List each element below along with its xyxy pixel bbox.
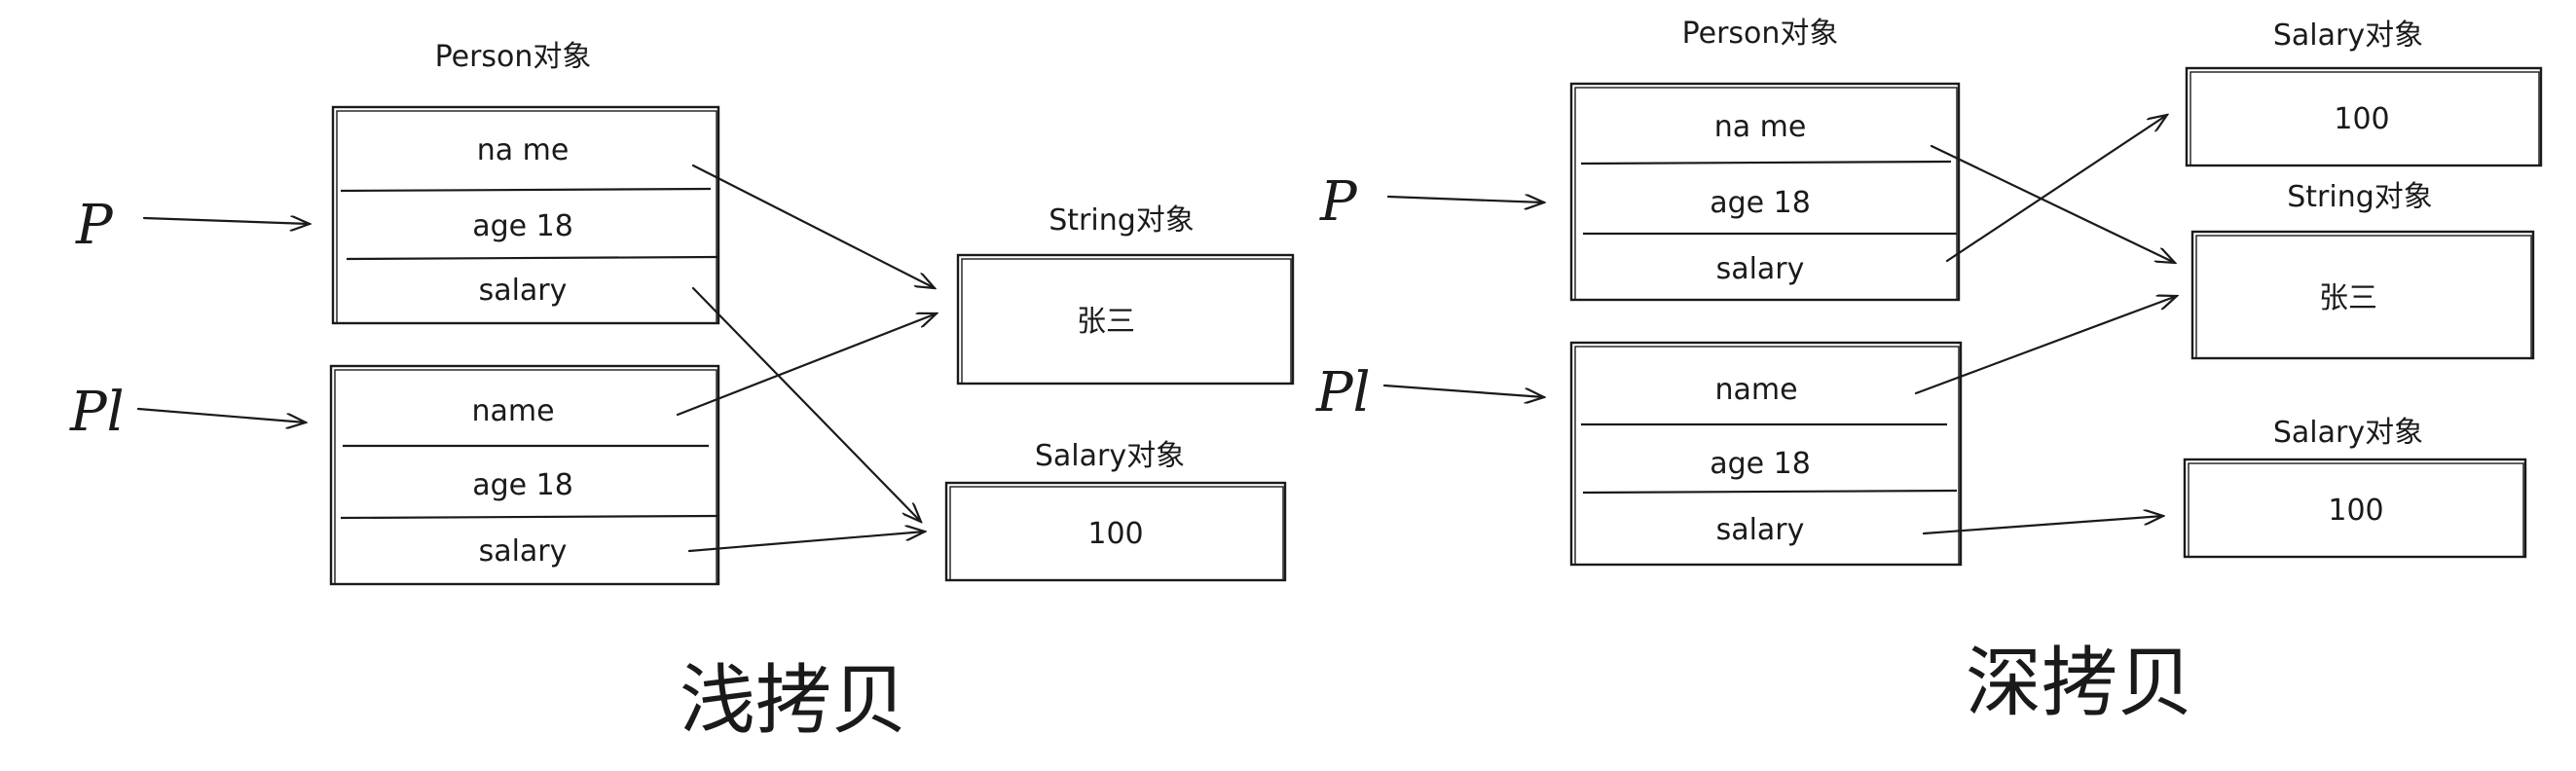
shallow-p-field-name: na me [477,133,570,167]
deep-var-p1: Pl [1315,361,1371,424]
shallow-p1-field-salary: salary [479,534,568,569]
deep-string-title: String对象 [2287,180,2433,214]
shallow-string-title: String对象 [1049,203,1195,238]
deep-p-field-salary: salary [1716,252,1805,286]
shallow-copy-caption: 浅拷贝 [680,657,907,745]
deep-person-p1-box: name age 18 salary [1569,341,1963,567]
deep-salary-bottom-value: 100 [2328,494,2383,528]
shallow-copy-diagram: Person对象 P na me age 18 salary Pl name a… [69,40,1295,745]
shallow-person-p-box: na me age 18 salary [331,105,720,325]
shallow-string-value: 张三 [1077,305,1135,339]
shallow-salary-value: 100 [1087,517,1143,551]
shallow-p-field-salary: salary [479,274,568,308]
deep-copy-diagram: Person对象 P na me age 18 salary Pl name a… [1315,17,2543,727]
deep-copy-caption: 深拷贝 [1966,640,2193,727]
deep-string-value: 张三 [2319,281,2377,315]
deep-salary-bottom-title: Salary对象 [2273,416,2423,450]
shallow-p-salary-to-salary-arrow [691,286,921,522]
shallow-person-p1-box: name age 18 salary [329,364,720,586]
deep-string-box: 张三 [2190,230,2535,360]
shallow-var-p: P [75,194,114,257]
deep-p1-salary-to-salary-bottom-arrow [1922,516,2163,535]
deep-var-p: P [1319,170,1358,234]
deep-person-p-box: na me age 18 salary [1569,82,1961,302]
deep-p1-name-to-string-arrow [1914,296,2177,395]
deep-salary-bottom-box: 100 [2183,458,2527,559]
shallow-p-arrow [142,218,310,224]
shallow-p-field-age: age 18 [472,209,573,243]
deep-p-field-name: na me [1714,110,1807,144]
deep-p-field-age: age 18 [1710,186,1811,220]
shallow-var-p1: Pl [69,381,125,444]
deep-p-salary-to-salary-top-arrow [1945,115,2167,263]
deep-person-title: Person对象 [1682,17,1839,51]
deep-p1-field-age: age 18 [1710,447,1811,481]
shallow-string-box: 张三 [956,253,1295,386]
deep-p1-arrow [1382,384,1544,397]
shallow-p1-field-name: name [471,394,554,428]
deep-p1-field-salary: salary [1716,513,1805,547]
shallow-salary-box: 100 [944,481,1287,582]
deep-p-name-to-string-arrow [1930,144,2175,263]
deep-p-arrow [1386,197,1544,202]
deep-p1-field-name: name [1714,373,1797,407]
shallow-p1-salary-to-salary-arrow [687,532,925,553]
shallow-p-name-to-string-arrow [691,164,935,288]
shallow-salary-title: Salary对象 [1035,439,1185,473]
shallow-p1-field-age: age 18 [472,468,573,502]
shallow-p1-arrow [136,407,306,422]
shallow-person-title: Person对象 [435,40,592,74]
shallow-p1-name-to-string-arrow [676,313,937,417]
deep-salary-top-title: Salary对象 [2273,18,2423,53]
deep-salary-top-box: 100 [2185,66,2543,167]
deep-salary-top-value: 100 [2334,102,2389,136]
